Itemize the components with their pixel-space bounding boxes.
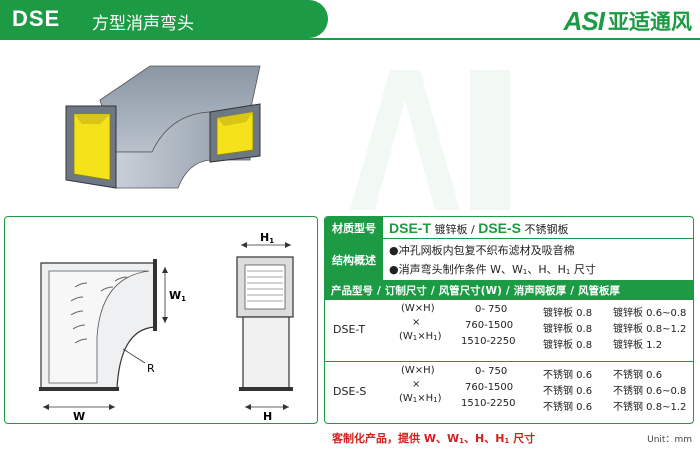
duct-s-2: 不锈钢 0.6~0.8: [613, 386, 687, 397]
structure-label: 结构概述: [325, 239, 383, 280]
duct-t-3: 镀锌板 1.2: [613, 340, 663, 351]
watermark-logo: [350, 70, 510, 210]
size-t-1: 0- 750: [475, 304, 508, 315]
dim-top: (W×H): [401, 303, 435, 314]
model-dse-s: DSE-S: [333, 385, 367, 398]
header-banner: DSE 方型消声弯头: [0, 0, 328, 38]
model-dse-t: DSE-T: [333, 323, 366, 336]
dim-bottom: (W1×H1): [399, 331, 442, 342]
technical-drawing: W1 R W H1 H: [4, 216, 318, 424]
size-s-1: 0- 750: [475, 366, 508, 377]
mesh-t-2: 镀锌板 0.8: [543, 324, 593, 335]
size-t-3: 1510-2250: [461, 336, 516, 347]
header-rule: [0, 38, 700, 40]
structure-line-1: ●冲孔网板内包复不织布滤材及吸音棉: [389, 244, 575, 257]
duct-t-2: 镀锌板 0.8~1.2: [613, 324, 687, 335]
material-row: 材质型号 DSE-T 镀锌板 / DSE-S 不锈钢板: [325, 217, 693, 239]
drawing-svg: W1 R W H1 H: [39, 231, 294, 423]
mesh-s-3: 不锈钢 0.6: [543, 402, 593, 413]
table-row-dse-t: DSE-T (W×H) × (W1×H1) 0- 750 760-1500 15…: [325, 300, 693, 362]
mesh-s-2: 不锈钢 0.6: [543, 386, 593, 397]
structure-row: 结构概述 ●冲孔网板内包复不织布滤材及吸音棉 ●消声弯头制作条件 W、W1、H、…: [325, 239, 693, 281]
material-s-name: 不锈钢板: [524, 223, 569, 236]
duct-s-1: 不锈钢 0.6: [613, 370, 663, 381]
unit-label: Unit：mm: [647, 435, 692, 445]
label-w1: W1: [169, 289, 186, 303]
brand: ASI 亚适通风: [564, 6, 692, 36]
material-s-code: DSE-S: [478, 220, 522, 236]
duct-s-3: 不锈钢 0.8~1.2: [613, 402, 687, 413]
product-title: 方型消声弯头: [92, 14, 194, 34]
brand-name: 亚适通风: [608, 10, 692, 34]
duct-t-1: 镀锌板 0.6~0.8: [613, 308, 687, 319]
spec-table: 材质型号 DSE-T 镀锌板 / DSE-S 不锈钢板 结构概述 ●冲孔网板内包…: [324, 216, 694, 424]
table-row-dse-s: DSE-S (W×H) × (W1×H1) 0- 750 760-1500 15…: [325, 362, 693, 423]
label-h: H: [263, 410, 272, 423]
mesh-t-1: 镀锌板 0.8: [543, 308, 593, 319]
material-t-code: DSE-T: [389, 220, 431, 236]
col-duct-thk: 风管板厚: [578, 285, 621, 297]
size-s-3: 1510-2250: [461, 398, 516, 409]
column-header: 产品型号 / 订制尺寸 / 风管尺寸(W) / 消声网板厚 / 风管板厚: [325, 281, 693, 300]
dim-bottom-s: (W1×H1): [399, 393, 442, 404]
material-label: 材质型号: [325, 217, 383, 238]
size-s-2: 760-1500: [465, 382, 514, 393]
product-code: DSE: [12, 6, 61, 31]
custom-note: 客制化产品，提供 W、W1、H、H1 尺寸: [332, 432, 536, 445]
label-h1: H1: [260, 231, 274, 245]
col-model: 产品型号: [331, 285, 373, 297]
dim-top-s: (W×H): [401, 365, 435, 376]
col-mesh: 消声网板厚: [513, 285, 567, 297]
label-r: R: [147, 362, 155, 375]
col-size: 订制尺寸: [384, 285, 427, 297]
dim-x-s: ×: [412, 379, 421, 390]
label-w: W: [73, 410, 85, 423]
mesh-t-3: 镀锌板 0.8: [543, 340, 593, 351]
col-duct-size: 风管尺寸(W): [438, 285, 502, 297]
material-t-name: 镀锌板: [434, 223, 468, 236]
brand-logo: ASI: [563, 5, 605, 36]
mesh-s-1: 不锈钢 0.6: [543, 370, 593, 381]
dim-x: ×: [412, 317, 421, 328]
material-slash: /: [471, 223, 475, 236]
structure-line-2: ●消声弯头制作条件 W、W1、H、H1 尺寸: [389, 263, 596, 276]
size-t-2: 760-1500: [465, 320, 514, 331]
product-image: [65, 65, 261, 189]
